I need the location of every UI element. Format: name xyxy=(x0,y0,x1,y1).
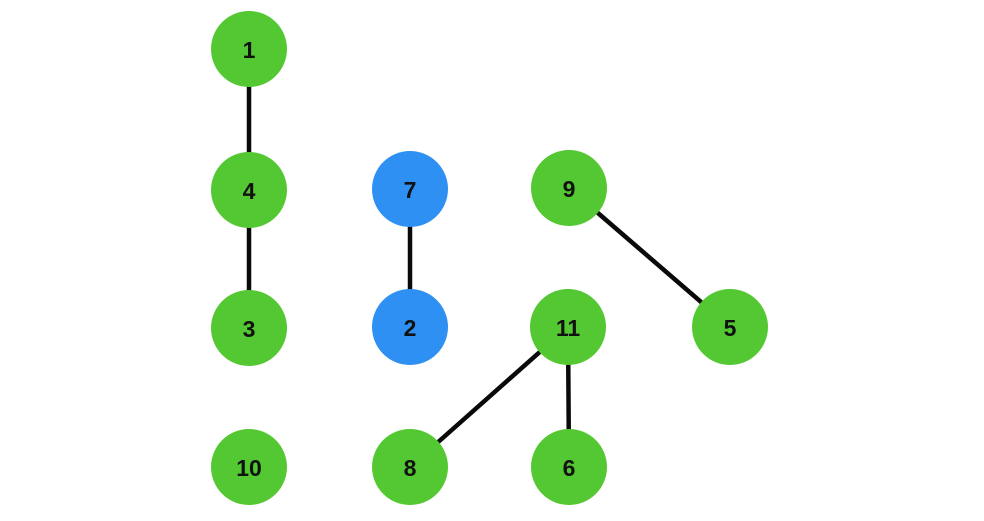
node-circle-6 xyxy=(531,429,607,505)
graph-node-11: 11 xyxy=(530,289,606,365)
node-circle-1 xyxy=(211,11,287,87)
node-circle-3 xyxy=(211,290,287,366)
graph-node-9: 9 xyxy=(531,150,607,226)
graph-node-5: 5 xyxy=(692,289,768,365)
node-circle-7 xyxy=(372,151,448,227)
graph-node-10: 10 xyxy=(211,429,287,505)
graph-node-4: 4 xyxy=(211,152,287,228)
node-circle-4 xyxy=(211,152,287,228)
graph-node-7: 7 xyxy=(372,151,448,227)
graph-node-8: 8 xyxy=(372,429,448,505)
node-circle-8 xyxy=(372,429,448,505)
node-circle-11 xyxy=(530,289,606,365)
node-circle-5 xyxy=(692,289,768,365)
node-circle-9 xyxy=(531,150,607,226)
graph-node-2: 2 xyxy=(372,289,448,365)
graph-node-1: 1 xyxy=(211,11,287,87)
graph-node-3: 3 xyxy=(211,290,287,366)
graph-node-6: 6 xyxy=(531,429,607,505)
node-circle-2 xyxy=(372,289,448,365)
node-circle-10 xyxy=(211,429,287,505)
